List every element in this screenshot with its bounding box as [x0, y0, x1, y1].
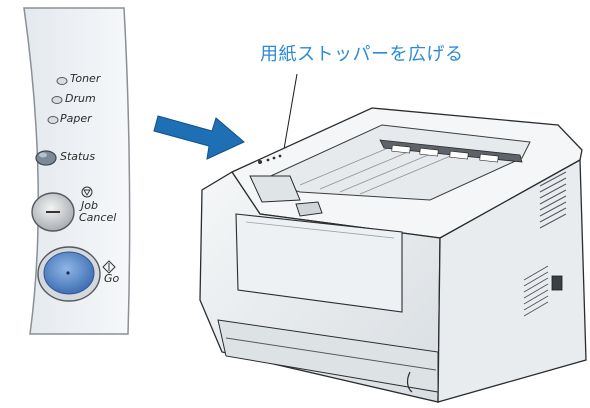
power-switch[interactable]	[552, 276, 562, 290]
callout-text: 用紙ストッパーを広げる	[260, 40, 464, 66]
drum-label: Drum	[65, 92, 96, 105]
status-label: Status	[60, 150, 95, 163]
arrow-right-icon	[154, 116, 244, 159]
paper-label: Paper	[60, 112, 92, 125]
drum-led	[52, 97, 62, 104]
status-led	[36, 151, 56, 165]
toner-label: Toner	[70, 72, 100, 85]
control-panel	[24, 8, 130, 334]
printer	[200, 108, 586, 402]
cancel-label: Cancel	[79, 211, 116, 224]
toner-led	[57, 78, 67, 85]
paper-led	[48, 117, 58, 124]
go-label: Go	[104, 272, 119, 285]
